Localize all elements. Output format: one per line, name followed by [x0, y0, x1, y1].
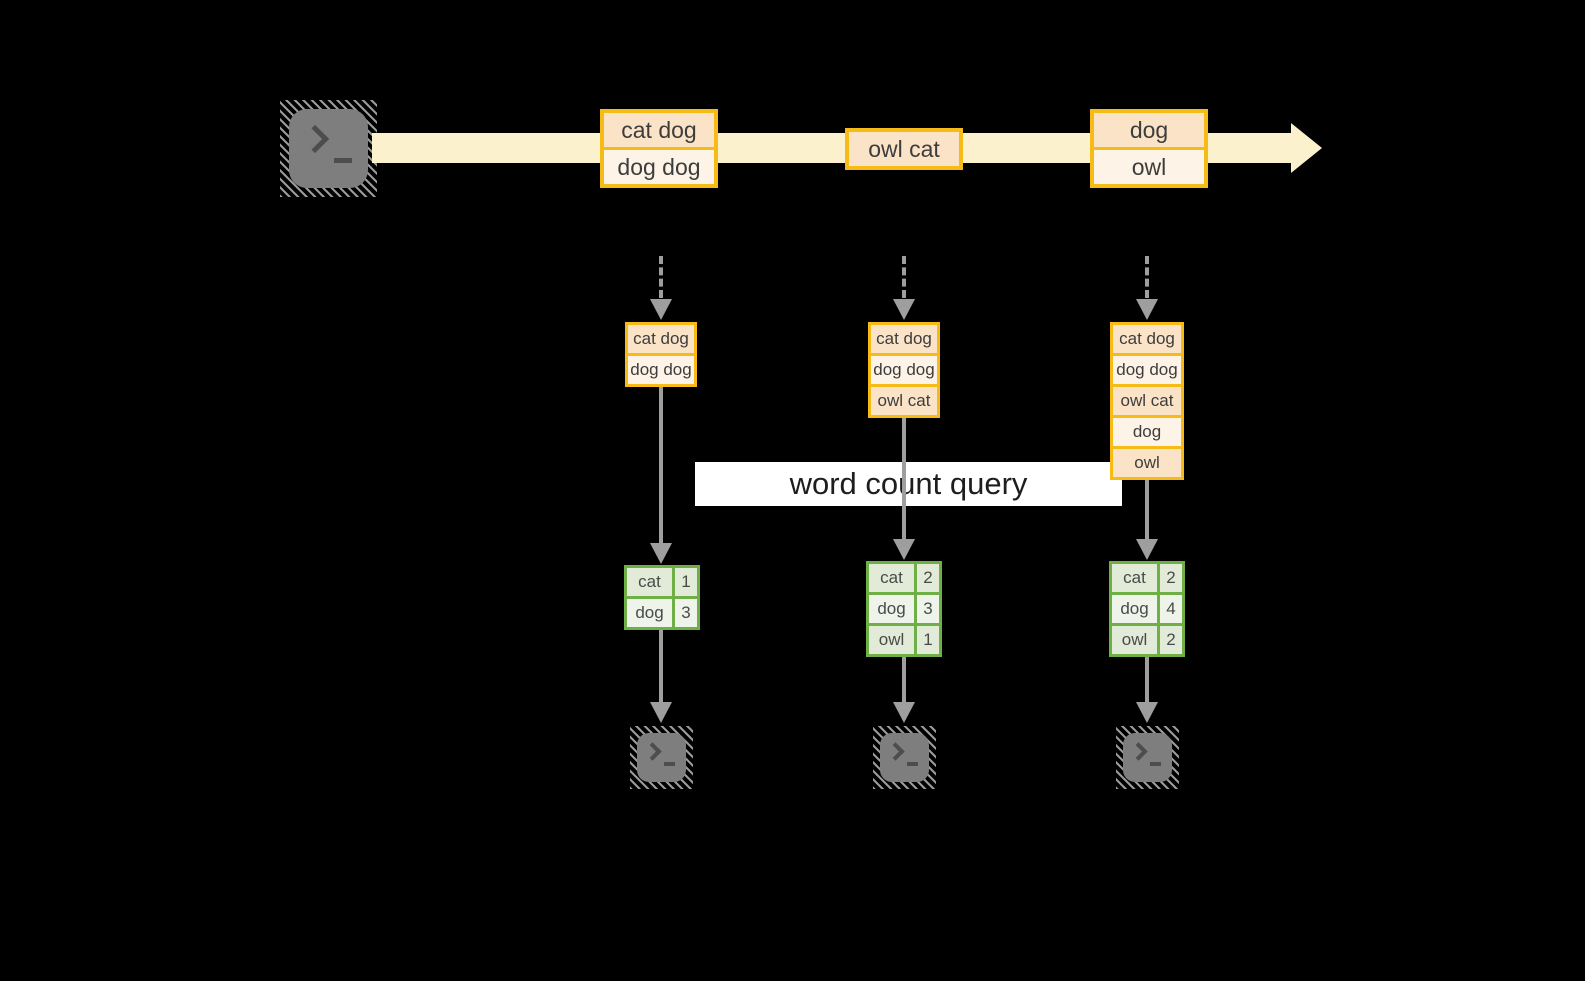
stream-arrowhead-icon	[1291, 123, 1322, 173]
count-word: dog	[627, 599, 675, 627]
prompt-chevron-icon	[1129, 742, 1148, 761]
prompt-cursor-icon	[1150, 762, 1161, 766]
count-row: cat 2	[869, 564, 939, 592]
count-word: dog	[869, 595, 917, 623]
count-value: 3	[681, 603, 691, 622]
snapshot-arrow-line-1	[659, 256, 663, 298]
count-table-1: cat 1 dog 3	[624, 565, 700, 630]
stream-event-3: dog owl	[1090, 109, 1208, 188]
count-value: 2	[1166, 568, 1176, 587]
sink-arrowhead-3	[1136, 702, 1158, 723]
count-row: cat 1	[627, 568, 697, 596]
count-word: cat	[869, 564, 917, 592]
count-word: cat	[627, 568, 675, 596]
prompt-chevron-icon	[643, 742, 662, 761]
count-row: dog 4	[1112, 592, 1182, 623]
sink-arrow-line-3	[1145, 657, 1149, 702]
stream-event-2: owl cat	[845, 128, 963, 170]
count-value: 4	[1166, 599, 1176, 618]
sink-arrow-line-2	[902, 657, 906, 702]
buffer-line: cat dog	[871, 325, 937, 353]
buffer-line: dog dog	[871, 353, 937, 384]
query-banner-label: word count query	[789, 466, 1028, 501]
terminal-screen	[637, 733, 686, 782]
prompt-cursor-icon	[664, 762, 675, 766]
buffer-stack-1: cat dog dog dog	[625, 322, 697, 387]
buffer-line: dog dog	[628, 353, 694, 384]
query-arrow-line-3	[1145, 480, 1149, 539]
stream-event-line: dog	[1094, 113, 1204, 147]
sink-arrowhead-1	[650, 702, 672, 723]
query-arrowhead-3	[1136, 539, 1158, 560]
buffer-line: dog	[1113, 415, 1181, 446]
buffer-line: cat dog	[1113, 325, 1181, 353]
count-row: owl 2	[1112, 623, 1182, 654]
buffer-stack-3: cat dog dog dog owl cat dog owl	[1110, 322, 1184, 480]
count-word: owl	[869, 626, 917, 654]
count-word: cat	[1112, 564, 1160, 592]
sink-arrowhead-2	[893, 702, 915, 723]
snapshot-arrowhead-3	[1136, 299, 1158, 320]
buffer-line: owl cat	[871, 384, 937, 415]
prompt-chevron-icon	[886, 742, 905, 761]
snapshot-arrow-line-2	[902, 256, 906, 298]
query-arrow-line-2	[902, 418, 906, 539]
count-table-3: cat 2 dog 4 owl 2	[1109, 561, 1185, 657]
stream-event-line: owl cat	[849, 132, 959, 166]
query-arrowhead-2	[893, 539, 915, 560]
terminal-screen	[1123, 733, 1172, 782]
stream-event-1: cat dog dog dog	[600, 109, 718, 188]
query-banner: word count query	[695, 462, 1122, 506]
count-value: 2	[923, 568, 933, 587]
sink-terminal-icon-3	[1116, 726, 1179, 789]
count-value: 3	[923, 599, 933, 618]
terminal-screen	[289, 109, 368, 188]
sink-terminal-icon-2	[873, 726, 936, 789]
snapshot-arrowhead-2	[893, 299, 915, 320]
snapshot-arrow-line-3	[1145, 256, 1149, 298]
stream-event-line: dog dog	[604, 147, 714, 184]
count-row: owl 1	[869, 623, 939, 654]
buffer-stack-2: cat dog dog dog owl cat	[868, 322, 940, 418]
count-row: dog 3	[627, 596, 697, 627]
source-terminal-icon	[280, 100, 377, 197]
buffer-line: cat dog	[628, 325, 694, 353]
buffer-line: owl cat	[1113, 384, 1181, 415]
count-row: dog 3	[869, 592, 939, 623]
count-word: owl	[1112, 626, 1160, 654]
count-row: cat 2	[1112, 564, 1182, 592]
buffer-line: dog dog	[1113, 353, 1181, 384]
count-value: 2	[1166, 630, 1176, 649]
count-value: 1	[923, 630, 933, 649]
query-arrowhead-1	[650, 543, 672, 564]
query-arrow-line-1	[659, 387, 663, 543]
prompt-cursor-icon	[334, 158, 352, 163]
snapshot-arrowhead-1	[650, 299, 672, 320]
prompt-cursor-icon	[907, 762, 918, 766]
sink-terminal-icon-1	[630, 726, 693, 789]
stream-event-line: cat dog	[604, 113, 714, 147]
buffer-line: owl	[1113, 446, 1181, 477]
prompt-chevron-icon	[300, 124, 330, 154]
stream-event-line: owl	[1094, 147, 1204, 184]
count-word: dog	[1112, 595, 1160, 623]
sink-arrow-line-1	[659, 630, 663, 702]
count-value: 1	[681, 572, 691, 591]
terminal-screen	[880, 733, 929, 782]
count-table-2: cat 2 dog 3 owl 1	[866, 561, 942, 657]
